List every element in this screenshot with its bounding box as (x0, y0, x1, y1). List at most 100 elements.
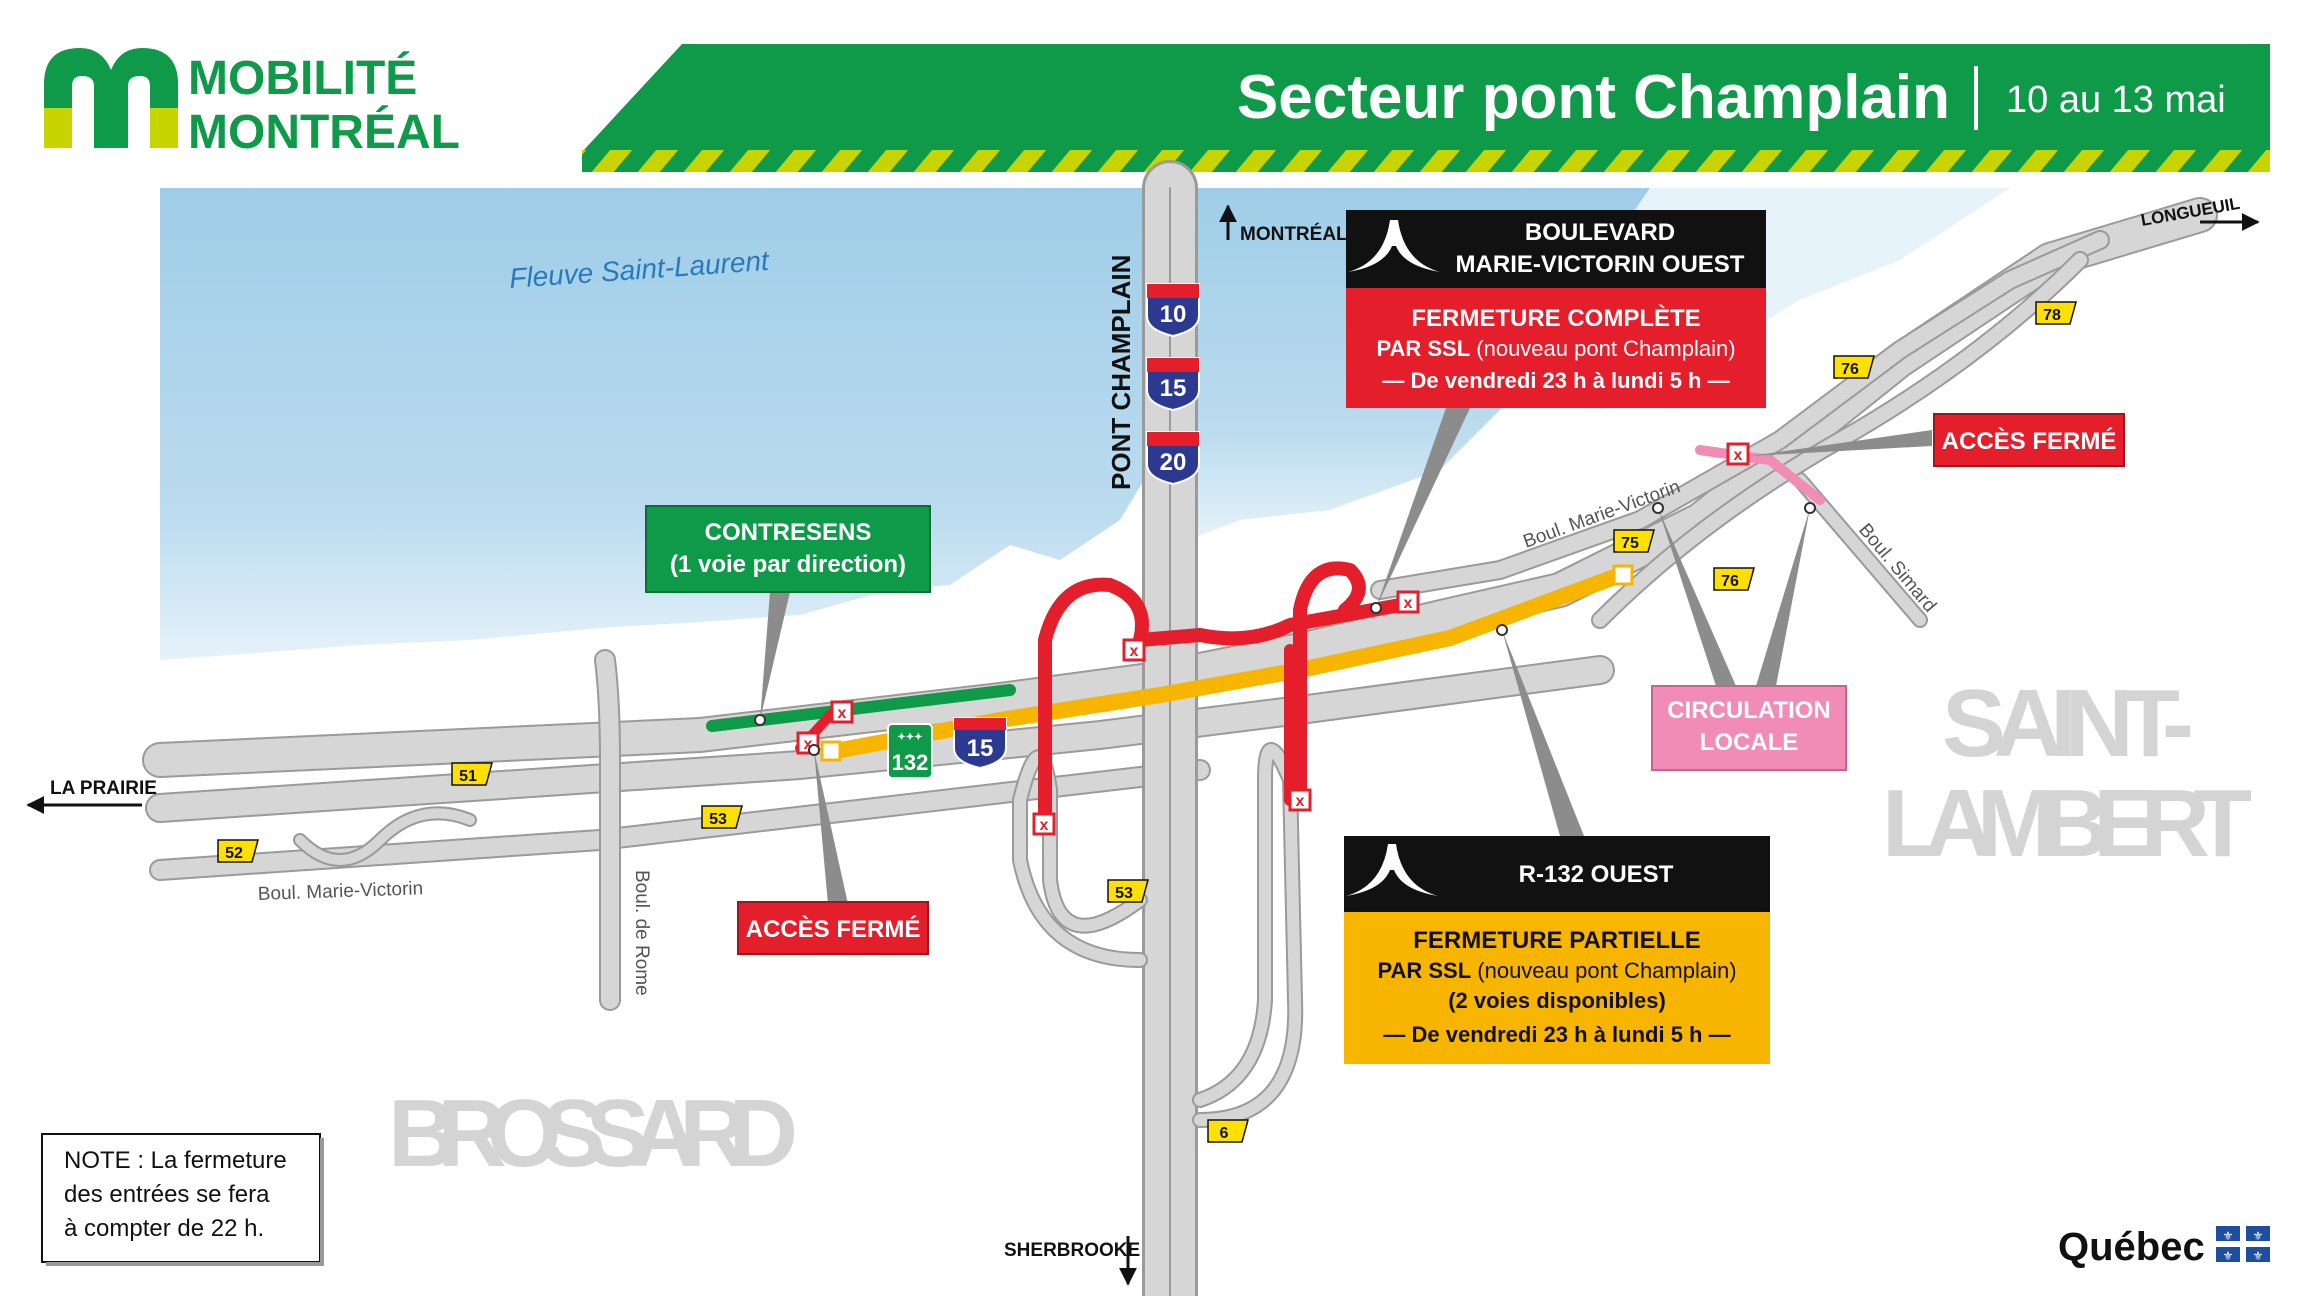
callout-circulation-locale: CIRCULATION LOCALE (1651, 685, 1847, 771)
svg-text:(1 voie par direction): (1 voie par direction) (670, 551, 906, 578)
svg-text:20: 20 (1160, 449, 1187, 476)
logo-text-line1: MOBILITÉ (188, 51, 417, 105)
exit-markers: 51 52 53 53 6 75 76 76 78 (217, 301, 2077, 1143)
header: Secteur pont Champlain 10 au 13 mai (582, 44, 2270, 172)
header-stripes (582, 150, 2270, 172)
svg-text:15: 15 (1160, 375, 1187, 402)
callout-contresens: CONTRESENS (1 voie par direction) (645, 505, 931, 593)
svg-text:51: 51 (459, 768, 477, 785)
a15-shield-small: 15 (953, 717, 1007, 770)
svg-text:76: 76 (1841, 361, 1859, 378)
full-closure-center (1133, 598, 1407, 647)
svg-text:— De vendredi 23 h à lundi 5 h: — De vendredi 23 h à lundi 5 h — (1383, 1022, 1730, 1047)
svg-text:Québec: Québec (2058, 1225, 2205, 1269)
svg-text:75: 75 (1621, 535, 1639, 552)
a10-shield: 10 (1146, 283, 1200, 338)
map-title: Secteur pont Champlain (1237, 63, 1950, 132)
logo-text-line2: MONTRÉAL (188, 105, 460, 159)
closure-x-marker-5 (1032, 812, 1056, 836)
svg-text:PAR SSL (nouveau pont Champlai: PAR SSL (nouveau pont Champlain) (1376, 336, 1735, 361)
quebec-logo: Québec ⚜ ⚜ ⚜ ⚜ (2058, 1225, 2270, 1269)
label-la-prairie: LA PRAIRIE (50, 778, 157, 799)
full-closure-west-loop (1038, 577, 1149, 827)
a20-shield: 20 (1146, 431, 1200, 486)
a15-shield: 15 (1146, 357, 1200, 412)
label-montreal: MONTRÉAL (1240, 223, 1348, 245)
svg-text:— De vendredi 23 h à lundi 5 h: — De vendredi 23 h à lundi 5 h — (1382, 368, 1729, 393)
exit-6: 6 (1207, 1119, 1249, 1143)
exit-76-north: 76 (1833, 355, 1875, 379)
svg-text:R-132 OUEST: R-132 OUEST (1519, 861, 1674, 888)
svg-text:52: 52 (225, 845, 243, 862)
logo-m-icon (44, 48, 178, 148)
title-divider (1974, 66, 1978, 130)
closure-x-marker-3 (1122, 638, 1146, 662)
svg-text:FERMETURE COMPLÈTE: FERMETURE COMPLÈTE (1411, 304, 1700, 332)
exit-53-west: 53 (701, 805, 743, 829)
svg-text:CONTRESENS: CONTRESENS (705, 519, 872, 546)
header-green-band (582, 44, 2270, 152)
svg-text:(2 voies disponibles): (2 voies disponibles) (1448, 988, 1666, 1013)
svg-text:des entrées se fera: des entrées se fera (64, 1181, 270, 1208)
closure-x-marker-1 (830, 700, 854, 724)
svg-text:PAR SSL (nouveau pont Champlai: PAR SSL (nouveau pont Champlain) (1377, 958, 1736, 983)
exit-75: 75 (1613, 529, 1655, 553)
callout-acces-ferme-right: ACCÈS FERMÉ (1933, 413, 2125, 467)
closure-x-marker-4 (1396, 590, 1420, 614)
svg-text:⚜: ⚜ (2223, 1249, 2234, 1263)
svg-text:NOTE : La fermeture: NOTE : La fermeture (64, 1147, 287, 1174)
full-closure-east-loop (1293, 561, 1366, 807)
closure-x-marker-6 (1288, 788, 1312, 812)
partial-x-marker-1 (820, 740, 842, 762)
r132-shield: ✦✦✦ 132 (887, 723, 933, 779)
leader-local-1 (1658, 508, 1736, 686)
svg-text:x: x (1296, 793, 1305, 810)
svg-text:⚜: ⚜ (2223, 1229, 2234, 1243)
svg-text:15: 15 (967, 735, 994, 762)
callout-r132-closure: R-132 OUEST FERMETURE PARTIELLE PAR SSL … (1344, 836, 1770, 1064)
partial-x-marker-2 (1612, 564, 1634, 586)
leader-r132 (1502, 630, 1584, 836)
leader-boulevard (1376, 408, 1470, 608)
svg-text:MARIE-VICTORIN OUEST: MARIE-VICTORIN OUEST (1456, 251, 1745, 278)
svg-text:53: 53 (709, 811, 727, 828)
svg-text:10: 10 (1160, 301, 1187, 328)
logo-m-accent (44, 108, 178, 148)
road-closure-icon (1348, 220, 1440, 272)
label-marie-victorin-west: Boul. Marie-Victorin (257, 878, 423, 905)
svg-text:53: 53 (1115, 885, 1133, 902)
callout-boulevard-closure: BOULEVARD MARIE-VICTORIN OUEST FERMETURE… (1346, 210, 1766, 408)
svg-text:⚜: ⚜ (2253, 1249, 2264, 1263)
leader-acces-ferme-right (1750, 430, 1932, 456)
city-labels: BROSSARD SAINT- LAMBERT (388, 670, 2252, 1187)
svg-text:BOULEVARD: BOULEVARD (1525, 219, 1675, 246)
svg-text:76: 76 (1721, 573, 1739, 590)
svg-text:FERMETURE PARTIELLE: FERMETURE PARTIELLE (1413, 927, 1701, 954)
exit-51: 51 (451, 762, 493, 786)
road-closure-icon (1346, 844, 1438, 896)
closure-x-marker-7 (1726, 442, 1750, 466)
svg-text:LOCALE: LOCALE (1700, 729, 1799, 756)
map-dates: 10 au 13 mai (2006, 79, 2226, 121)
svg-text:⚜: ⚜ (2253, 1229, 2264, 1243)
local-traffic-segment (1695, 445, 1825, 505)
svg-text:x: x (804, 736, 813, 753)
leader-local-2 (1756, 508, 1810, 686)
bridge-label: PONT CHAMPLAIN (1106, 255, 1136, 490)
svg-text:132: 132 (892, 750, 929, 775)
mobilite-montreal-logo: MOBILITÉ MONTRÉAL (44, 48, 460, 159)
leader-acces-ferme-left (814, 750, 848, 904)
leader-contresens (760, 592, 790, 720)
exit-53-center: 53 (1107, 879, 1149, 903)
label-de-rome: Boul. de Rome (631, 870, 652, 996)
svg-text:à compter de 22 h.: à compter de 22 h. (64, 1215, 264, 1242)
svg-text:x: x (1040, 817, 1049, 834)
svg-text:ACCÈS FERMÉ: ACCÈS FERMÉ (1942, 427, 2117, 455)
city-brossard: BROSSARD (388, 1080, 798, 1187)
highway-shields: 10 15 20 15 ✦✦✦ 132 (887, 283, 1200, 779)
exit-76-south: 76 (1713, 567, 1755, 591)
exit-78: 78 (2035, 301, 2077, 325)
exit-52: 52 (217, 839, 259, 863)
svg-text:x: x (838, 705, 847, 722)
